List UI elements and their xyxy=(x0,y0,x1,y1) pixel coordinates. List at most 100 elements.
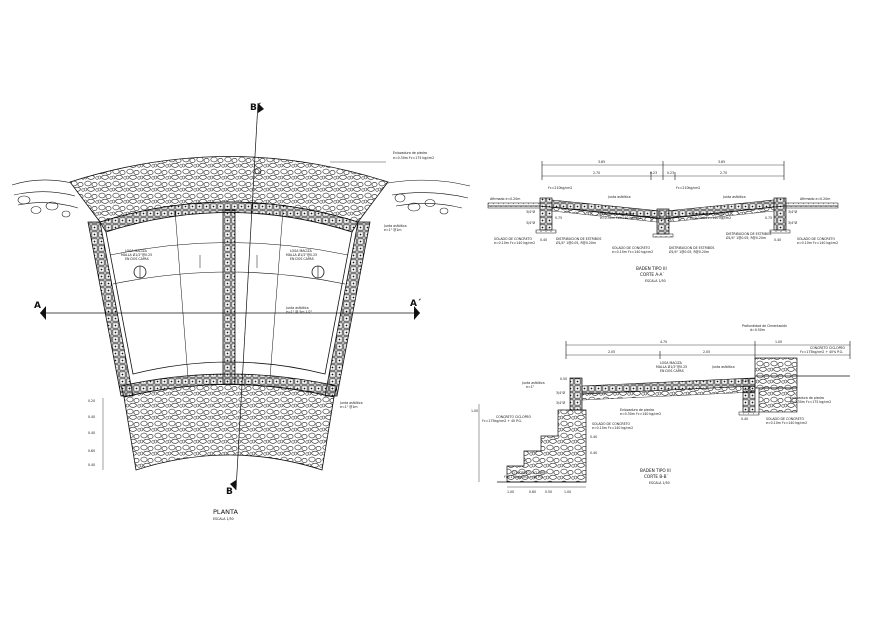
sa-note-junta-right: Junta asfáltica xyxy=(722,195,746,199)
sb-solado-right xyxy=(738,411,760,416)
sa-dim-d2: 0.23 xyxy=(650,171,657,175)
sb-note-losa-1: LOSA MACIZA xyxy=(660,361,683,365)
sb-dim-total: 4.70 xyxy=(660,340,667,344)
plan-note-junta-mid-spec: e=1" @ 5m 1/2" xyxy=(286,310,313,314)
sa-note-solado-mid: SOLADO DE CONCRETO xyxy=(612,246,651,250)
sa-rebar-3: 3/4"Ø xyxy=(788,209,798,214)
cut-line-b xyxy=(235,102,259,491)
sa-dim-total-right: 3.65 xyxy=(718,160,725,164)
plan-dim-060: 0.60 xyxy=(88,449,95,453)
sa-rebar-1: 3/4"Ø xyxy=(526,209,536,214)
sa-note-estribo-right: DISTRIBUCION DE ESTRIBOS xyxy=(726,232,771,236)
sa-solado xyxy=(535,229,557,234)
plan-note-junta-mid: Junta asfáltica xyxy=(285,306,309,310)
sb-title: BADEN TIPO III xyxy=(640,468,671,473)
cut-label-a-left: A xyxy=(34,301,41,311)
sa-note-sub-right: Afirmado e=0.20m xyxy=(800,197,830,201)
sb-subtitle: CORTE B-B´ xyxy=(644,474,669,479)
sa-note-estribo-left: DISTRIBUCION DE ESTRIBOS xyxy=(556,237,601,241)
sb-note-solado-right: SOLADO DE CONCRETO xyxy=(766,417,805,421)
terrain-boulders xyxy=(17,193,449,218)
sa-stone-infill xyxy=(668,206,775,223)
sb-stone-top xyxy=(754,357,798,389)
sa-beam-right xyxy=(773,197,787,231)
sa-rebar-2: 3/4"Ø xyxy=(526,220,536,225)
sa-note-solado-left: SOLADO DE CONCRETO xyxy=(494,237,533,241)
sb-note-ciclop-left-spec: f'c=175kg/cm2 + 40 P.G. xyxy=(482,419,522,423)
sb-note-ciclop-left: CONCRETO CICLOPEO xyxy=(496,415,532,419)
plan-joint-r xyxy=(269,209,284,379)
sb-note-ciclop-bottom: CONCRETO CICLOPEO xyxy=(512,471,548,475)
plan-note-junta-top: Junta asfáltica xyxy=(383,224,407,228)
sa-note-junta-left: Junta asfáltica xyxy=(607,195,631,199)
sb-dim-d3: 1.00 xyxy=(775,340,782,344)
sb-note-emp-right: Enlozadura de piedra xyxy=(790,396,824,400)
sa-note-emp-spec-right: e=0.30m f'c=140 kg/cm2 xyxy=(690,216,731,220)
sa-beam-mid xyxy=(656,208,670,235)
plan-note-empedrado: Enlozadura de piedra xyxy=(393,151,427,155)
plan-dim-020: 0.20 xyxy=(88,399,95,403)
plan-note-losa-right-3: EN DOS CAPAS xyxy=(290,257,314,261)
sb-stone-right xyxy=(758,387,798,413)
sb-dim-b2: 0.60 xyxy=(529,490,536,494)
sa-note-solado-mid-spec: e=0.10m f'c=140 kg/cm2 xyxy=(612,250,653,254)
sb-v-040b: 0.40 xyxy=(590,451,597,455)
plan-dim-040a: 0.40 xyxy=(88,415,95,419)
sb-note-junta-spec: e=1" xyxy=(526,385,535,389)
sb-dim-h1: 1.00 xyxy=(471,409,478,413)
sa-v-075a: 0.75 xyxy=(555,216,562,220)
sb-beam-left xyxy=(569,377,583,411)
sa-note-emp-right: Enlozadura de piedra xyxy=(690,212,724,216)
plan-note-junta-bottom: Junta asfáltica xyxy=(339,401,363,405)
drain-icon xyxy=(254,167,262,175)
sb-note-junta-top: Junta asfáltica xyxy=(711,365,735,369)
plan-note-losa-right-2: MALLA Ø1/2"@0.25 xyxy=(286,252,317,257)
sa-solado xyxy=(769,229,791,234)
sb-note-prof: Profundidad de Cimentación xyxy=(742,324,787,328)
sa-stone-infill xyxy=(551,206,658,223)
section-b: 4.70 2.05 2.05 1.00 Profundidad de Cimen… xyxy=(471,324,851,494)
sb-beam-right xyxy=(742,385,756,413)
sb-v-040c: 0.40 xyxy=(741,417,748,421)
sb-note-prof-spec: d=0.50m xyxy=(750,328,765,332)
plan-note-losa-right: LOSA MACIZA xyxy=(290,249,313,253)
sb-rebar-a: 3/4"Ø xyxy=(556,390,566,395)
sa-subbase-left xyxy=(487,202,541,209)
sb-rebar-b: 3/4"Ø xyxy=(556,400,566,405)
cut-label-b-bottom: B xyxy=(226,487,233,497)
sb-note-losa-2: MALLA Ø1/2"@0.25 xyxy=(656,364,687,369)
dim-ticks xyxy=(541,161,785,180)
sa-note-solado-right-spec: e=0.10m f'c=140 kg/cm2 xyxy=(797,241,838,245)
sb-note-solado-mid: SOLADO DE CONCRETO xyxy=(592,422,631,426)
sb-note-ciclop-top-spec: f'c=175kg/cm2 + 40% P.G. xyxy=(800,350,843,354)
plan-stone-band-bottom xyxy=(123,384,335,471)
sa-note-estribo-mid: DISTRIBUCION DE ESTRIBOS xyxy=(669,246,714,250)
sa-dim-total-left: 3.65 xyxy=(598,160,605,164)
sb-note-ciclop-bottom-spec: f'c=175kg/cm2 + 40 P.G. xyxy=(504,475,544,479)
plan-note-losa-left: LOSA MACIZA xyxy=(125,249,148,253)
sa-note-fc-left: f'c=210kg/cm2 xyxy=(548,186,572,190)
sa-subbase-right xyxy=(785,202,839,209)
sb-note-junta: Junta asfáltica xyxy=(521,381,545,385)
plan-note-empedrado-spec: e=0.30m f'c=175 kg/cm2 xyxy=(393,156,434,160)
sa-scale: ESCALA 1/50 xyxy=(645,279,666,283)
plan-joint-arc-2 xyxy=(109,242,349,256)
cut-label-b-top: B´ xyxy=(250,102,262,113)
plan-curb-right xyxy=(324,221,371,397)
sa-rebar-4: 3/4"Ø xyxy=(788,220,798,225)
plan-central-beam xyxy=(222,209,236,385)
sb-note-losa-3: EN DOS CAPAS xyxy=(660,369,684,373)
sb-note-solado-mid-spec: e=0.10m f'c=140 kg/cm2 xyxy=(592,426,633,430)
sb-steps xyxy=(506,409,587,483)
plan-title: PLANTA xyxy=(213,508,238,516)
sb-v-050a: 0.50 xyxy=(560,377,567,381)
sb-dim-b4: 1.00 xyxy=(564,490,571,494)
sb-note-ciclop-top: CONCRETO CICLOPEO xyxy=(810,346,846,350)
sa-beam-left xyxy=(539,197,553,231)
sa-subtitle: CORTE A-A´ xyxy=(640,272,665,277)
sb-note-solado-right-spec: e=0.10m f'c=140 kg/cm2 xyxy=(766,421,807,425)
plan-note-losa-left-3: EN DOS CAPAS xyxy=(125,257,149,261)
sa-title: BADEN TIPO III xyxy=(636,266,667,271)
